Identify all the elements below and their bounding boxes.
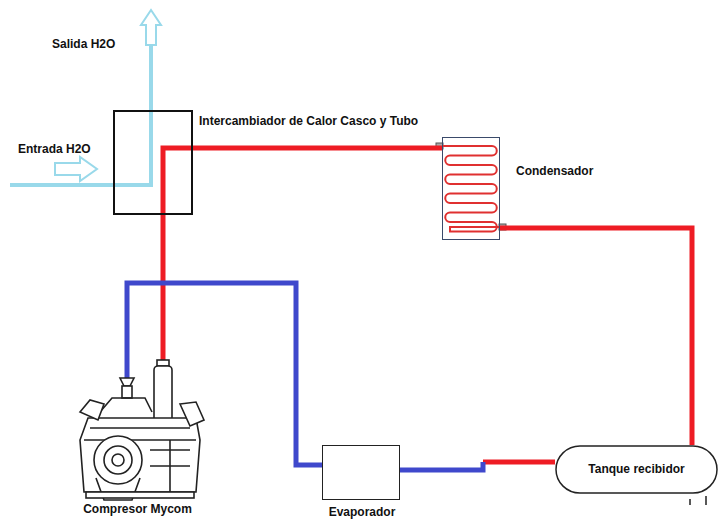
node-label: Condensador [516, 164, 593, 178]
condenser-coil [436, 143, 506, 232]
heat-exchanger-box: Intercambiador de Calor Casco y Tubo [113, 110, 193, 215]
pipe-segment [483, 460, 555, 465]
receiver-tank: Tanque recibidor [555, 445, 718, 500]
node-label: Evaporador [329, 505, 396, 519]
water-outlet-label: Salida H2O [52, 37, 115, 51]
water-inlet-label: Entrada H2O [18, 142, 91, 156]
pipe-connector [400, 462, 555, 470]
node-label: Tanque recibidor [588, 462, 684, 476]
compressor-drawing [80, 352, 204, 500]
pipe-connector [500, 228, 692, 445]
node-label: Compresor Mycom [83, 502, 192, 516]
pipe-segment [127, 283, 322, 465]
compressor: Compresor Mycom [70, 352, 205, 522]
water-line [10, 10, 161, 185]
tank-legs [690, 496, 706, 505]
pipe-connector [127, 283, 322, 465]
pipe-segment [193, 146, 442, 151]
node-label: Intercambiador de Calor Casco y Tubo [199, 114, 418, 128]
condenser-box: Condensador [442, 137, 500, 240]
pipe-segment [400, 462, 483, 470]
pipe-connector [193, 148, 442, 149]
evaporator-box: Evaporador [322, 445, 400, 500]
pipe-segment [500, 228, 692, 445]
pipe-segment [163, 148, 193, 215]
